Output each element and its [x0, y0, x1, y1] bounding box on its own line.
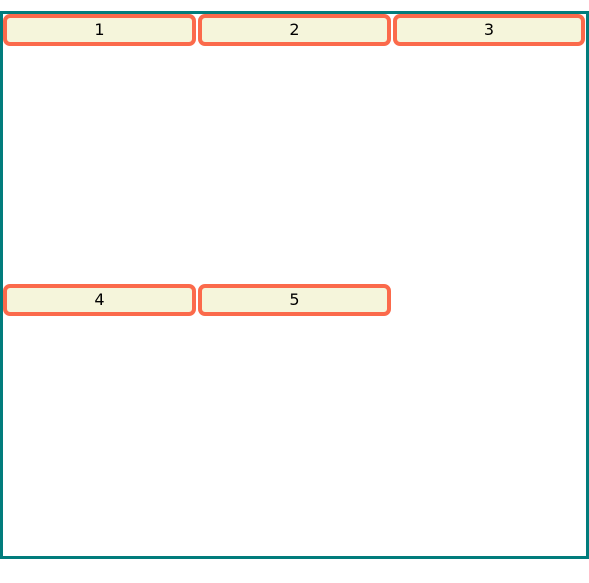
grid-item-1[interactable]: 1: [3, 14, 196, 46]
grid-item-4[interactable]: 4: [3, 284, 196, 316]
grid-cell-3: 3: [393, 14, 586, 46]
grid-cell-5: 5: [198, 284, 393, 316]
grid-item-2[interactable]: 2: [198, 14, 391, 46]
grid-layout: 1 2 3 4 5: [3, 14, 586, 556]
grid-item-5[interactable]: 5: [198, 284, 391, 316]
grid-cell-2: 2: [198, 14, 393, 46]
grid-cell-4: 4: [3, 284, 198, 316]
grid-cell-1: 1: [3, 14, 198, 46]
grid-item-3[interactable]: 3: [393, 14, 585, 46]
grid-container: 1 2 3 4 5: [0, 11, 589, 559]
